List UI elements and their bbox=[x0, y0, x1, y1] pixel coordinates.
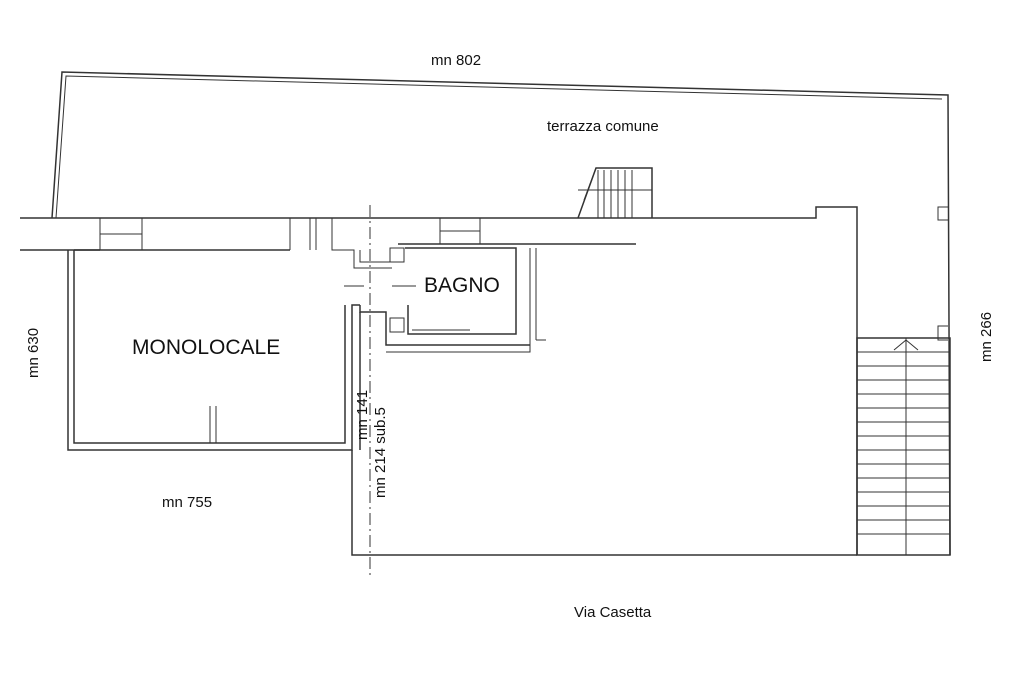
stair-right bbox=[856, 337, 951, 556]
bagno-fixture-1 bbox=[389, 247, 405, 263]
inner-partition bbox=[386, 248, 531, 353]
label-via: Via Casetta bbox=[574, 604, 652, 621]
right-niche-top bbox=[937, 206, 948, 221]
label-mn141: mn 141 bbox=[354, 389, 371, 440]
label-terrazza: terrazza comune bbox=[547, 118, 659, 135]
label-mn802: mn 802 bbox=[431, 52, 482, 69]
bagno-fixture-2 bbox=[389, 317, 405, 333]
label-bagno: BAGNO bbox=[424, 274, 500, 297]
corridor-wall-top bbox=[331, 218, 392, 269]
label-mn755: mn 755 bbox=[162, 494, 213, 511]
label-mn630: mn 630 bbox=[25, 327, 42, 378]
main-wall bbox=[20, 206, 858, 555]
building-west-wall bbox=[351, 450, 857, 556]
label-mn214: mn 214 sub.5 bbox=[372, 407, 389, 498]
corridor-wall-top2 bbox=[359, 250, 392, 263]
stair-top bbox=[577, 167, 653, 219]
stair-top-rail bbox=[583, 167, 597, 201]
label-monolocale: MONOLOCALE bbox=[132, 336, 281, 359]
stair-arrow-icon bbox=[893, 339, 919, 351]
label-mn266: mn 266 bbox=[978, 311, 995, 362]
stair-right-treads bbox=[857, 338, 950, 555]
bagno-wall bbox=[405, 247, 517, 335]
terrace-boundary-inner bbox=[55, 75, 943, 219]
corridor-wall bbox=[359, 305, 530, 346]
terrace-boundary bbox=[51, 71, 951, 556]
right-niche-bottom bbox=[937, 325, 948, 341]
